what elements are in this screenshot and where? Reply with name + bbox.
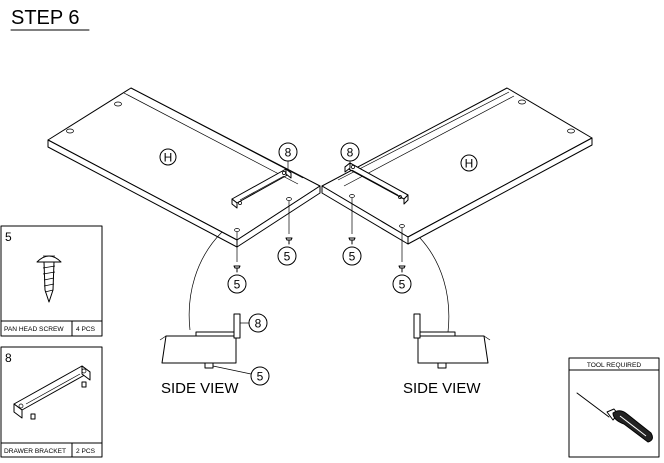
detail-arc-right bbox=[419, 237, 450, 333]
bracket-right bbox=[344, 162, 409, 205]
part-name: PAN HEAD SCREW bbox=[4, 326, 64, 333]
screw-icon bbox=[285, 201, 293, 245]
callout-screw: 5 bbox=[392, 274, 412, 294]
tool-title: TOOL REQUIRED bbox=[587, 362, 641, 369]
tool-card: TOOL REQUIRED bbox=[568, 357, 660, 458]
svg-text:5: 5 bbox=[399, 278, 406, 292]
part-card-bracket: 8 DRAWER BRACKET 2 PCS bbox=[0, 346, 103, 458]
drawer-bracket-icon bbox=[13, 365, 91, 420]
svg-text:8: 8 bbox=[347, 146, 354, 160]
part-number: 8 bbox=[5, 351, 12, 365]
svg-text:8: 8 bbox=[285, 146, 292, 160]
detail-arc-left bbox=[188, 231, 223, 331]
side-view-label-right: SIDE VIEW bbox=[403, 380, 481, 397]
screw-icon bbox=[233, 232, 241, 273]
callout-bracket-left: 8 bbox=[278, 142, 298, 170]
screw-icon bbox=[398, 228, 406, 273]
part-qty: 4 PCS bbox=[76, 326, 96, 333]
callout-screw: 5 bbox=[342, 246, 362, 266]
bracket-left bbox=[231, 168, 292, 209]
side-view-label-left: SIDE VIEW bbox=[161, 380, 239, 397]
callout-screw-side: 5 bbox=[212, 365, 270, 386]
part-name: DRAWER BRACKET bbox=[4, 448, 66, 455]
svg-text:5: 5 bbox=[349, 250, 356, 264]
pan-head-screw-icon bbox=[36, 255, 62, 303]
svg-text:H: H bbox=[465, 157, 474, 171]
screwdriver-icon bbox=[576, 392, 653, 443]
svg-text:5: 5 bbox=[284, 250, 291, 264]
callout-bracket-side: 8 bbox=[240, 313, 268, 333]
callout-bracket-right: 8 bbox=[340, 142, 360, 166]
part-number: 5 bbox=[5, 230, 12, 244]
side-view-left bbox=[159, 313, 241, 369]
panel-label-left: H bbox=[159, 148, 177, 166]
part-card-screw: 5 PAN HEAD SCREW 4 PCS bbox=[0, 225, 103, 337]
side-view-right bbox=[413, 313, 491, 369]
part-qty: 2 PCS bbox=[76, 448, 96, 455]
svg-text:5: 5 bbox=[257, 370, 264, 384]
right-panel bbox=[321, 87, 593, 245]
svg-text:5: 5 bbox=[234, 278, 241, 292]
screw-icon bbox=[348, 198, 356, 245]
callout-screw: 5 bbox=[227, 274, 247, 294]
callout-screw: 5 bbox=[277, 246, 297, 266]
svg-text:H: H bbox=[164, 151, 173, 165]
left-panel bbox=[47, 87, 321, 248]
svg-text:8: 8 bbox=[255, 317, 262, 331]
panel-label-right: H bbox=[460, 154, 478, 172]
step-title: STEP 6 bbox=[11, 7, 80, 29]
